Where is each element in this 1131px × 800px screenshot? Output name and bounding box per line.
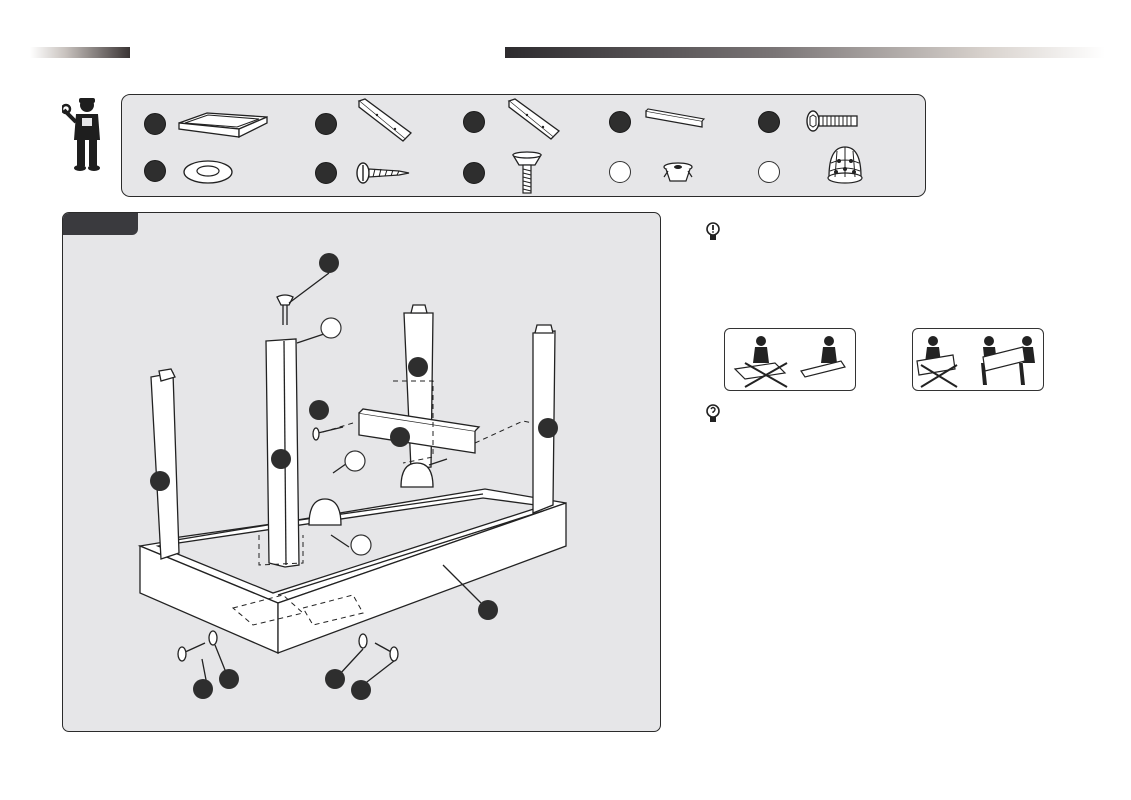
part-marker (758, 161, 780, 183)
washer-part (182, 159, 234, 190)
header-bar-left (30, 47, 130, 58)
hex-bolt-part (805, 109, 863, 138)
cross-rail-part (644, 107, 706, 136)
warning-pictogram-two-person-carry (912, 328, 1044, 391)
part-marker (609, 161, 631, 183)
assembly-step-panel (62, 212, 661, 732)
insert-nut-part (660, 161, 696, 190)
lightbulb-exclamation-icon (706, 221, 720, 248)
part-marker (144, 113, 166, 135)
part-marker (463, 162, 485, 184)
worker-with-wrench-icon (60, 96, 104, 179)
step-tab (63, 213, 138, 235)
table-frame-part (177, 111, 269, 144)
header-bar-right (505, 47, 1105, 58)
assembly-diagram (137, 253, 567, 700)
part-marker (463, 111, 485, 133)
leveling-foot-part (509, 151, 545, 200)
parts-list (121, 94, 926, 197)
part-marker (315, 113, 337, 135)
wood-screw-part (355, 161, 411, 190)
part-marker (758, 111, 780, 133)
angle-bracket-long-part (355, 97, 415, 148)
angle-bracket-short-part (505, 97, 563, 146)
lightbulb-question-icon (706, 403, 720, 430)
rubber-foot-cap-part (825, 143, 865, 190)
part-marker (609, 111, 631, 133)
part-marker (144, 160, 166, 182)
warning-pictogram-do-not-assemble-alone (724, 328, 856, 391)
part-marker (315, 162, 337, 184)
